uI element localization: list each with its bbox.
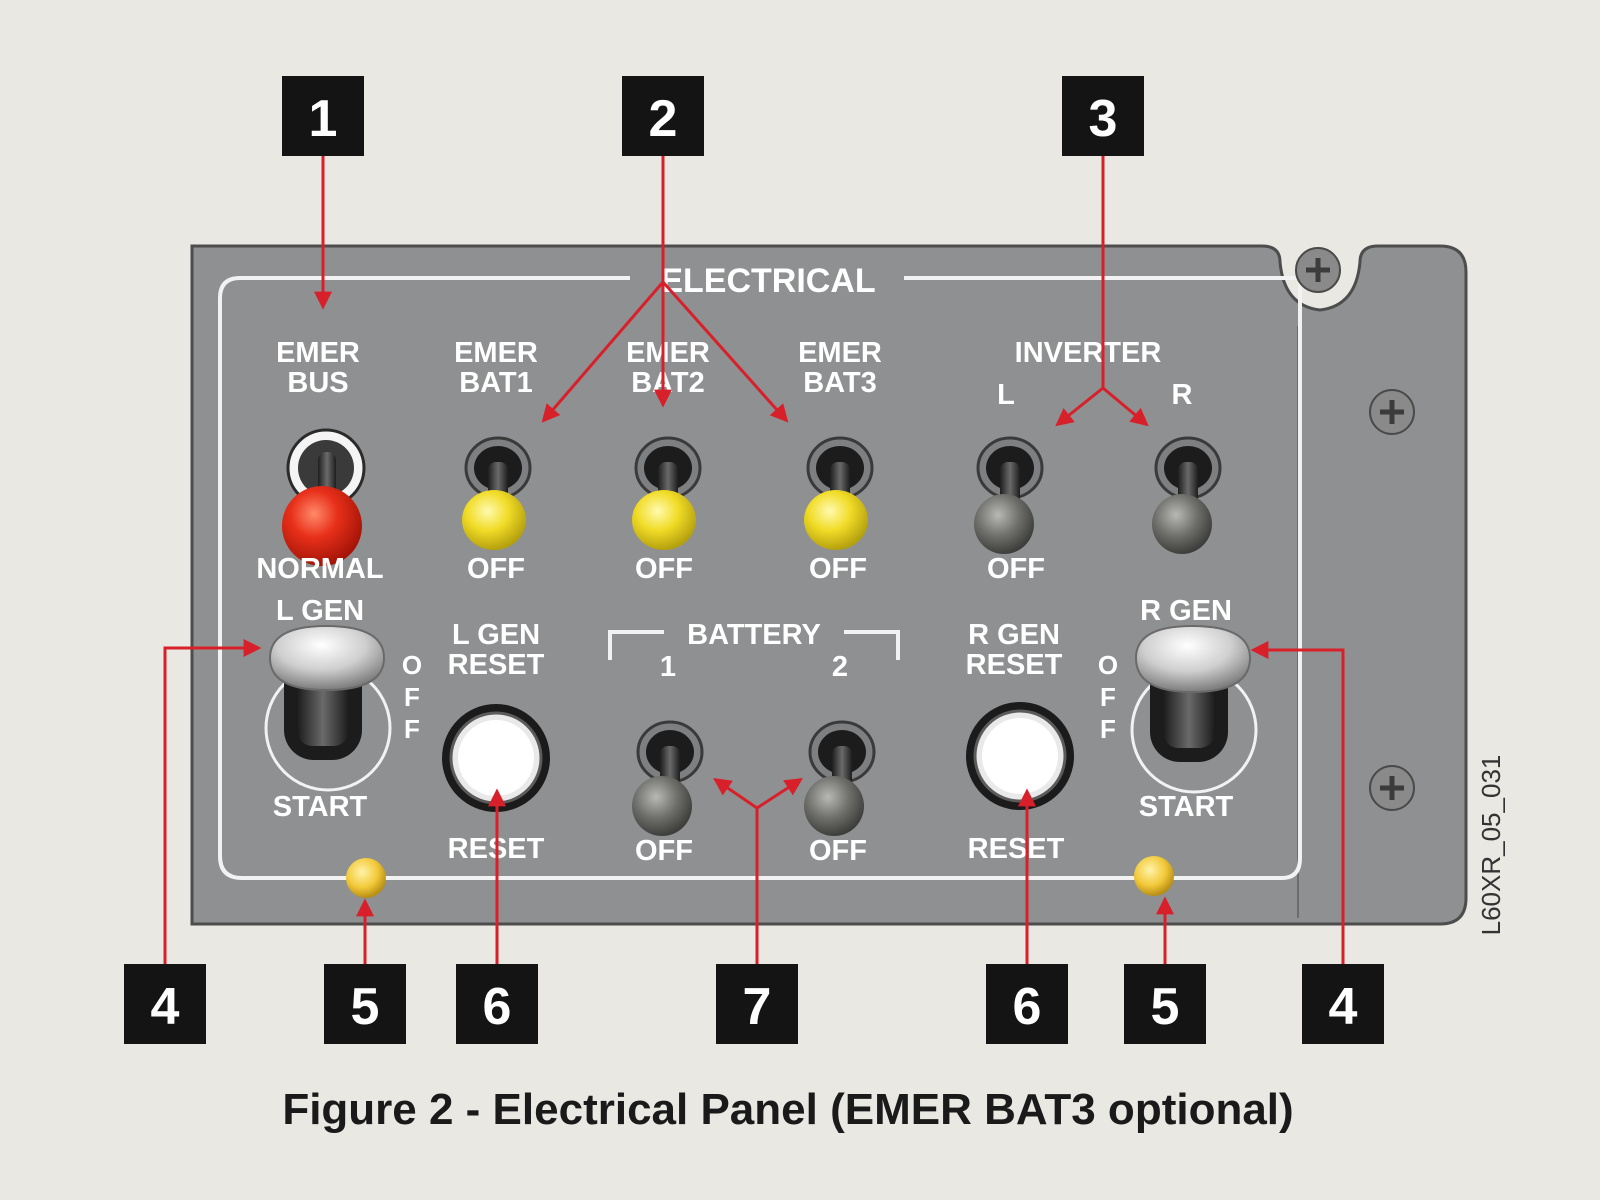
callout-badge-5-left: 5 bbox=[324, 964, 406, 1044]
callout-badge-2: 2 bbox=[622, 76, 704, 156]
r-gen-reset-bottom-label: RESET bbox=[968, 833, 1065, 865]
inverter-off-label: OFF bbox=[987, 553, 1045, 585]
inverter-l-switch[interactable] bbox=[974, 436, 1044, 554]
svg-text:2: 2 bbox=[649, 90, 678, 148]
callout-badge-6-right: 6 bbox=[986, 964, 1068, 1044]
emer-bat2-label-2: BAT2 bbox=[631, 367, 705, 399]
emer-bat1-label-2: BAT1 bbox=[459, 367, 533, 399]
emer-bat1-switch[interactable] bbox=[462, 436, 532, 550]
inverter-label: INVERTER bbox=[1015, 337, 1162, 369]
l-gen-reset-label-1: L GEN bbox=[452, 619, 540, 651]
screw-icon bbox=[1369, 389, 1415, 435]
callout-badge-1: 1 bbox=[282, 76, 364, 156]
panel-title: ELECTRICAL bbox=[660, 262, 875, 300]
emer-bat3-off-label: OFF bbox=[809, 553, 867, 585]
l-gen-switch[interactable] bbox=[264, 624, 392, 792]
r-gen-switch[interactable] bbox=[1130, 624, 1258, 794]
screw-icon bbox=[1295, 247, 1341, 293]
emer-bus-switch[interactable] bbox=[282, 428, 366, 566]
callout-badge-4-right: 4 bbox=[1302, 964, 1384, 1044]
emer-bus-label-2: BUS bbox=[287, 367, 348, 399]
callout-badge-7: 7 bbox=[716, 964, 798, 1044]
emer-bat3-label-2: BAT3 bbox=[803, 367, 877, 399]
emer-bus-normal-label: NORMAL bbox=[256, 553, 383, 585]
figure-caption: Figure 2 - Electrical Panel (EMER BAT3 o… bbox=[282, 1085, 1293, 1134]
svg-text:5: 5 bbox=[351, 978, 380, 1036]
r-gen-reset-label-1: R GEN bbox=[968, 619, 1060, 651]
callout-leaders bbox=[163, 156, 1345, 964]
battery-2-label: 2 bbox=[832, 651, 848, 683]
panel-inner-border bbox=[218, 276, 1302, 880]
emer-bat3-switch[interactable] bbox=[804, 436, 874, 550]
battery-1-switch[interactable] bbox=[632, 720, 704, 836]
r-gen-label: R GEN bbox=[1140, 595, 1232, 627]
svg-text:1: 1 bbox=[309, 90, 338, 148]
screw-icon bbox=[1369, 765, 1415, 811]
svg-text:6: 6 bbox=[483, 978, 512, 1036]
l-gen-reset-button[interactable] bbox=[442, 704, 550, 812]
callout-badge-4-left: 4 bbox=[124, 964, 206, 1044]
battery-bracket bbox=[608, 630, 900, 660]
battery-1-label: 1 bbox=[660, 651, 676, 683]
inverter-right-label: R bbox=[1172, 379, 1193, 411]
callout-badge-6-left: 6 bbox=[456, 964, 538, 1044]
inverter-r-switch[interactable] bbox=[1152, 436, 1222, 554]
callout-badge-5-right: 5 bbox=[1124, 964, 1206, 1044]
battery-label: BATTERY bbox=[687, 619, 821, 651]
emer-bat2-switch[interactable] bbox=[632, 436, 702, 550]
svg-text:3: 3 bbox=[1089, 90, 1118, 148]
r-gen-start-label: START bbox=[1139, 791, 1234, 823]
svg-text:4: 4 bbox=[151, 978, 180, 1036]
emer-bat2-label-1: EMER bbox=[626, 337, 710, 369]
r-gen-reset-button[interactable] bbox=[966, 702, 1074, 810]
r-gen-reset-label-2: RESET bbox=[966, 649, 1063, 681]
inverter-left-label: L bbox=[997, 379, 1015, 411]
emer-bus-label-1: EMER bbox=[276, 337, 360, 369]
l-gen-label: L GEN bbox=[276, 595, 364, 627]
battery-1-off-label: OFF bbox=[635, 835, 693, 867]
battery-2-off-label: OFF bbox=[809, 835, 867, 867]
svg-text:5: 5 bbox=[1151, 978, 1180, 1036]
emer-bat3-label-1: EMER bbox=[798, 337, 882, 369]
emer-bat1-off-label: OFF bbox=[467, 553, 525, 585]
svg-text:4: 4 bbox=[1329, 978, 1358, 1036]
callout-badge-3: 3 bbox=[1062, 76, 1144, 156]
svg-text:7: 7 bbox=[743, 978, 772, 1036]
drawing-code: L60XR_05_031 bbox=[1476, 755, 1506, 936]
svg-text:6: 6 bbox=[1013, 978, 1042, 1036]
battery-2-switch[interactable] bbox=[804, 720, 876, 836]
emer-bat2-off-label: OFF bbox=[635, 553, 693, 585]
l-gen-annunciator-lamp bbox=[346, 858, 386, 898]
l-gen-start-label: START bbox=[273, 791, 368, 823]
emer-bat1-label-1: EMER bbox=[454, 337, 538, 369]
l-gen-off-label: OFF bbox=[397, 650, 427, 746]
r-gen-off-label: OFF bbox=[1093, 650, 1123, 746]
l-gen-reset-label-2: RESET bbox=[448, 649, 545, 681]
r-gen-annunciator-lamp bbox=[1134, 856, 1174, 896]
